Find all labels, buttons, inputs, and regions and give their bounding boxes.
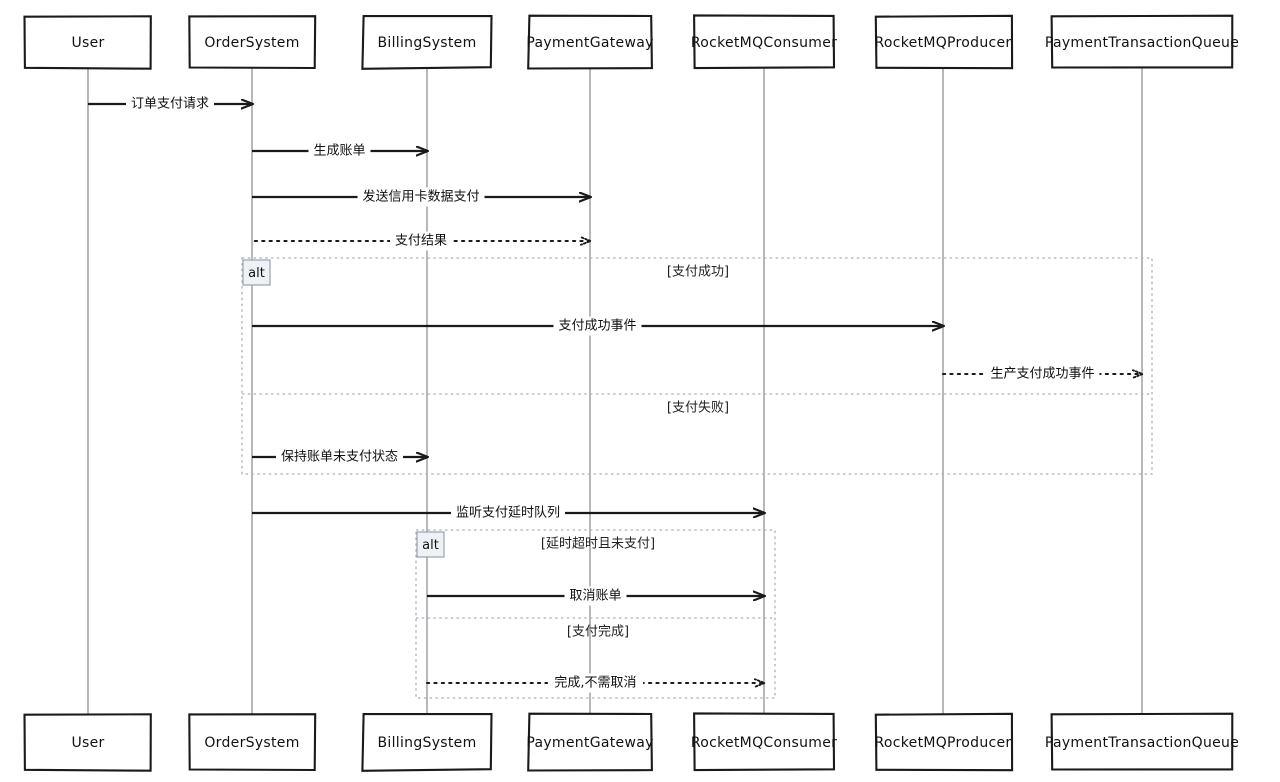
participant-label: RocketMQConsumer [691,35,837,51]
participant-label: PaymentGateway [526,735,653,751]
participant-header-queue[interactable]: PaymentTransactionQueue [1045,14,1239,69]
message-label: 发送信用卡数据支付 [362,189,479,205]
message-label-backdrop [553,316,642,336]
participant-label: BillingSystem [377,735,476,751]
message-m10: 完成,不需取消 [425,673,764,693]
participant-header-gateway[interactable]: PaymentGateway [526,14,653,70]
participant-label: OrderSystem [204,35,299,51]
message-label: 生成账单 [313,144,365,159]
message-m9: 取消账单 [427,586,764,606]
message-m7: 保持账单未支付状态 [252,447,427,467]
participant-box [23,15,152,70]
fragment-operator-tab [416,531,445,558]
message-m1: 订单支付请求 [88,94,252,114]
fragment-operator-tab [242,259,271,286]
participant-footer-gateway[interactable]: PaymentGateway [526,712,653,772]
participant-footer-queue[interactable]: PaymentTransactionQueue [1045,712,1239,771]
message-label-backdrop [985,364,1100,384]
participant-box [693,712,836,772]
participant-footer-consumer[interactable]: RocketMQConsumer [691,712,837,772]
message-label: 支付结果 [395,234,447,249]
fragment-operator-label: alt [248,266,265,281]
message-m5: 支付成功事件 [252,316,943,336]
fragment-alt-cancel: [延时超时且未支付] [支付完成] alt [415,529,776,699]
participant-header-producer[interactable]: RocketMQProducer [874,14,1014,70]
participant-label: RocketMQProducer [874,35,1011,51]
participant-footer-producer[interactable]: RocketMQProducer [874,712,1014,772]
message-label-backdrop [390,231,452,251]
message-label: 生产支付成功事件 [990,367,1094,382]
participant-footer-group: User OrderSystem BillingSystem PaymentGatew… [23,712,1239,772]
participant-box [693,14,836,70]
participant-box [188,15,317,70]
message-label-backdrop [451,503,565,523]
message-m8: 监听支付延时队列 [252,503,764,523]
fragments-group: [支付成功] [支付失败] alt [延时超时且未支付] [支付完成] alt [241,257,1153,699]
participant-footer-order[interactable]: OrderSystem [188,713,317,772]
participant-label: OrderSystem [204,735,299,751]
lifelines-group [87,68,1143,714]
message-label: 保持账单未支付状态 [281,450,398,465]
fragment-guard-label: [支付完成] [567,625,629,640]
fragment-alt-payment: [支付成功] [支付失败] alt [241,257,1153,475]
participant-label: BillingSystem [377,35,476,51]
participant-box [874,712,1014,772]
participant-box [1050,14,1234,69]
participant-box [188,713,317,772]
fragment-guard-label: [支付成功] [667,265,729,280]
message-label-backdrop [547,673,644,693]
participant-header-billing[interactable]: BillingSystem [361,14,493,70]
message-label-backdrop [357,187,485,207]
participant-header-group: User OrderSystem BillingSystem PaymentGatew… [23,14,1239,70]
fragment-guard-label: [支付失败] [667,401,729,416]
message-label: 支付成功事件 [558,319,636,334]
message-label-backdrop [308,141,371,161]
message-label-backdrop [276,447,403,467]
participant-box [527,14,653,70]
participant-label: PaymentGateway [526,35,653,51]
participant-footer-billing[interactable]: BillingSystem [361,712,493,772]
participant-box [874,14,1014,70]
fragment-operator-label: alt [422,538,439,553]
participant-box [361,14,493,70]
participant-label: RocketMQProducer [874,735,1011,751]
message-m3: 发送信用卡数据支付 [252,187,590,207]
fragment-border [415,529,776,699]
participant-label: RocketMQConsumer [691,735,837,751]
participant-box [527,712,653,772]
participant-label: User [71,35,104,51]
message-m2: 生成账单 [252,141,427,161]
participant-footer-user[interactable]: User [23,713,152,772]
message-label: 取消账单 [569,589,621,604]
message-label-backdrop [126,94,214,114]
participant-header-consumer[interactable]: RocketMQConsumer [691,14,837,70]
message-m6: 生产支付成功事件 [941,364,1142,384]
participant-box [361,712,493,772]
participant-label: PaymentTransactionQueue [1045,35,1239,51]
participant-box [23,713,152,772]
participant-header-user[interactable]: User [23,15,152,70]
message-label-backdrop [564,586,627,606]
messages-group: 订单支付请求生成账单发送信用卡数据支付支付结果支付成功事件生产支付成功事件保持账… [88,94,1142,693]
message-label: 监听支付延时队列 [456,506,560,521]
message-label: 订单支付请求 [131,97,209,112]
message-m4: 支付结果 [250,231,590,251]
fragment-guard-label: [延时超时且未支付] [541,537,655,552]
participant-box [1050,712,1234,771]
participant-label: PaymentTransactionQueue [1045,735,1239,751]
message-label: 完成,不需取消 [554,676,636,691]
participant-label: User [71,735,104,751]
participant-header-order[interactable]: OrderSystem [188,15,317,70]
